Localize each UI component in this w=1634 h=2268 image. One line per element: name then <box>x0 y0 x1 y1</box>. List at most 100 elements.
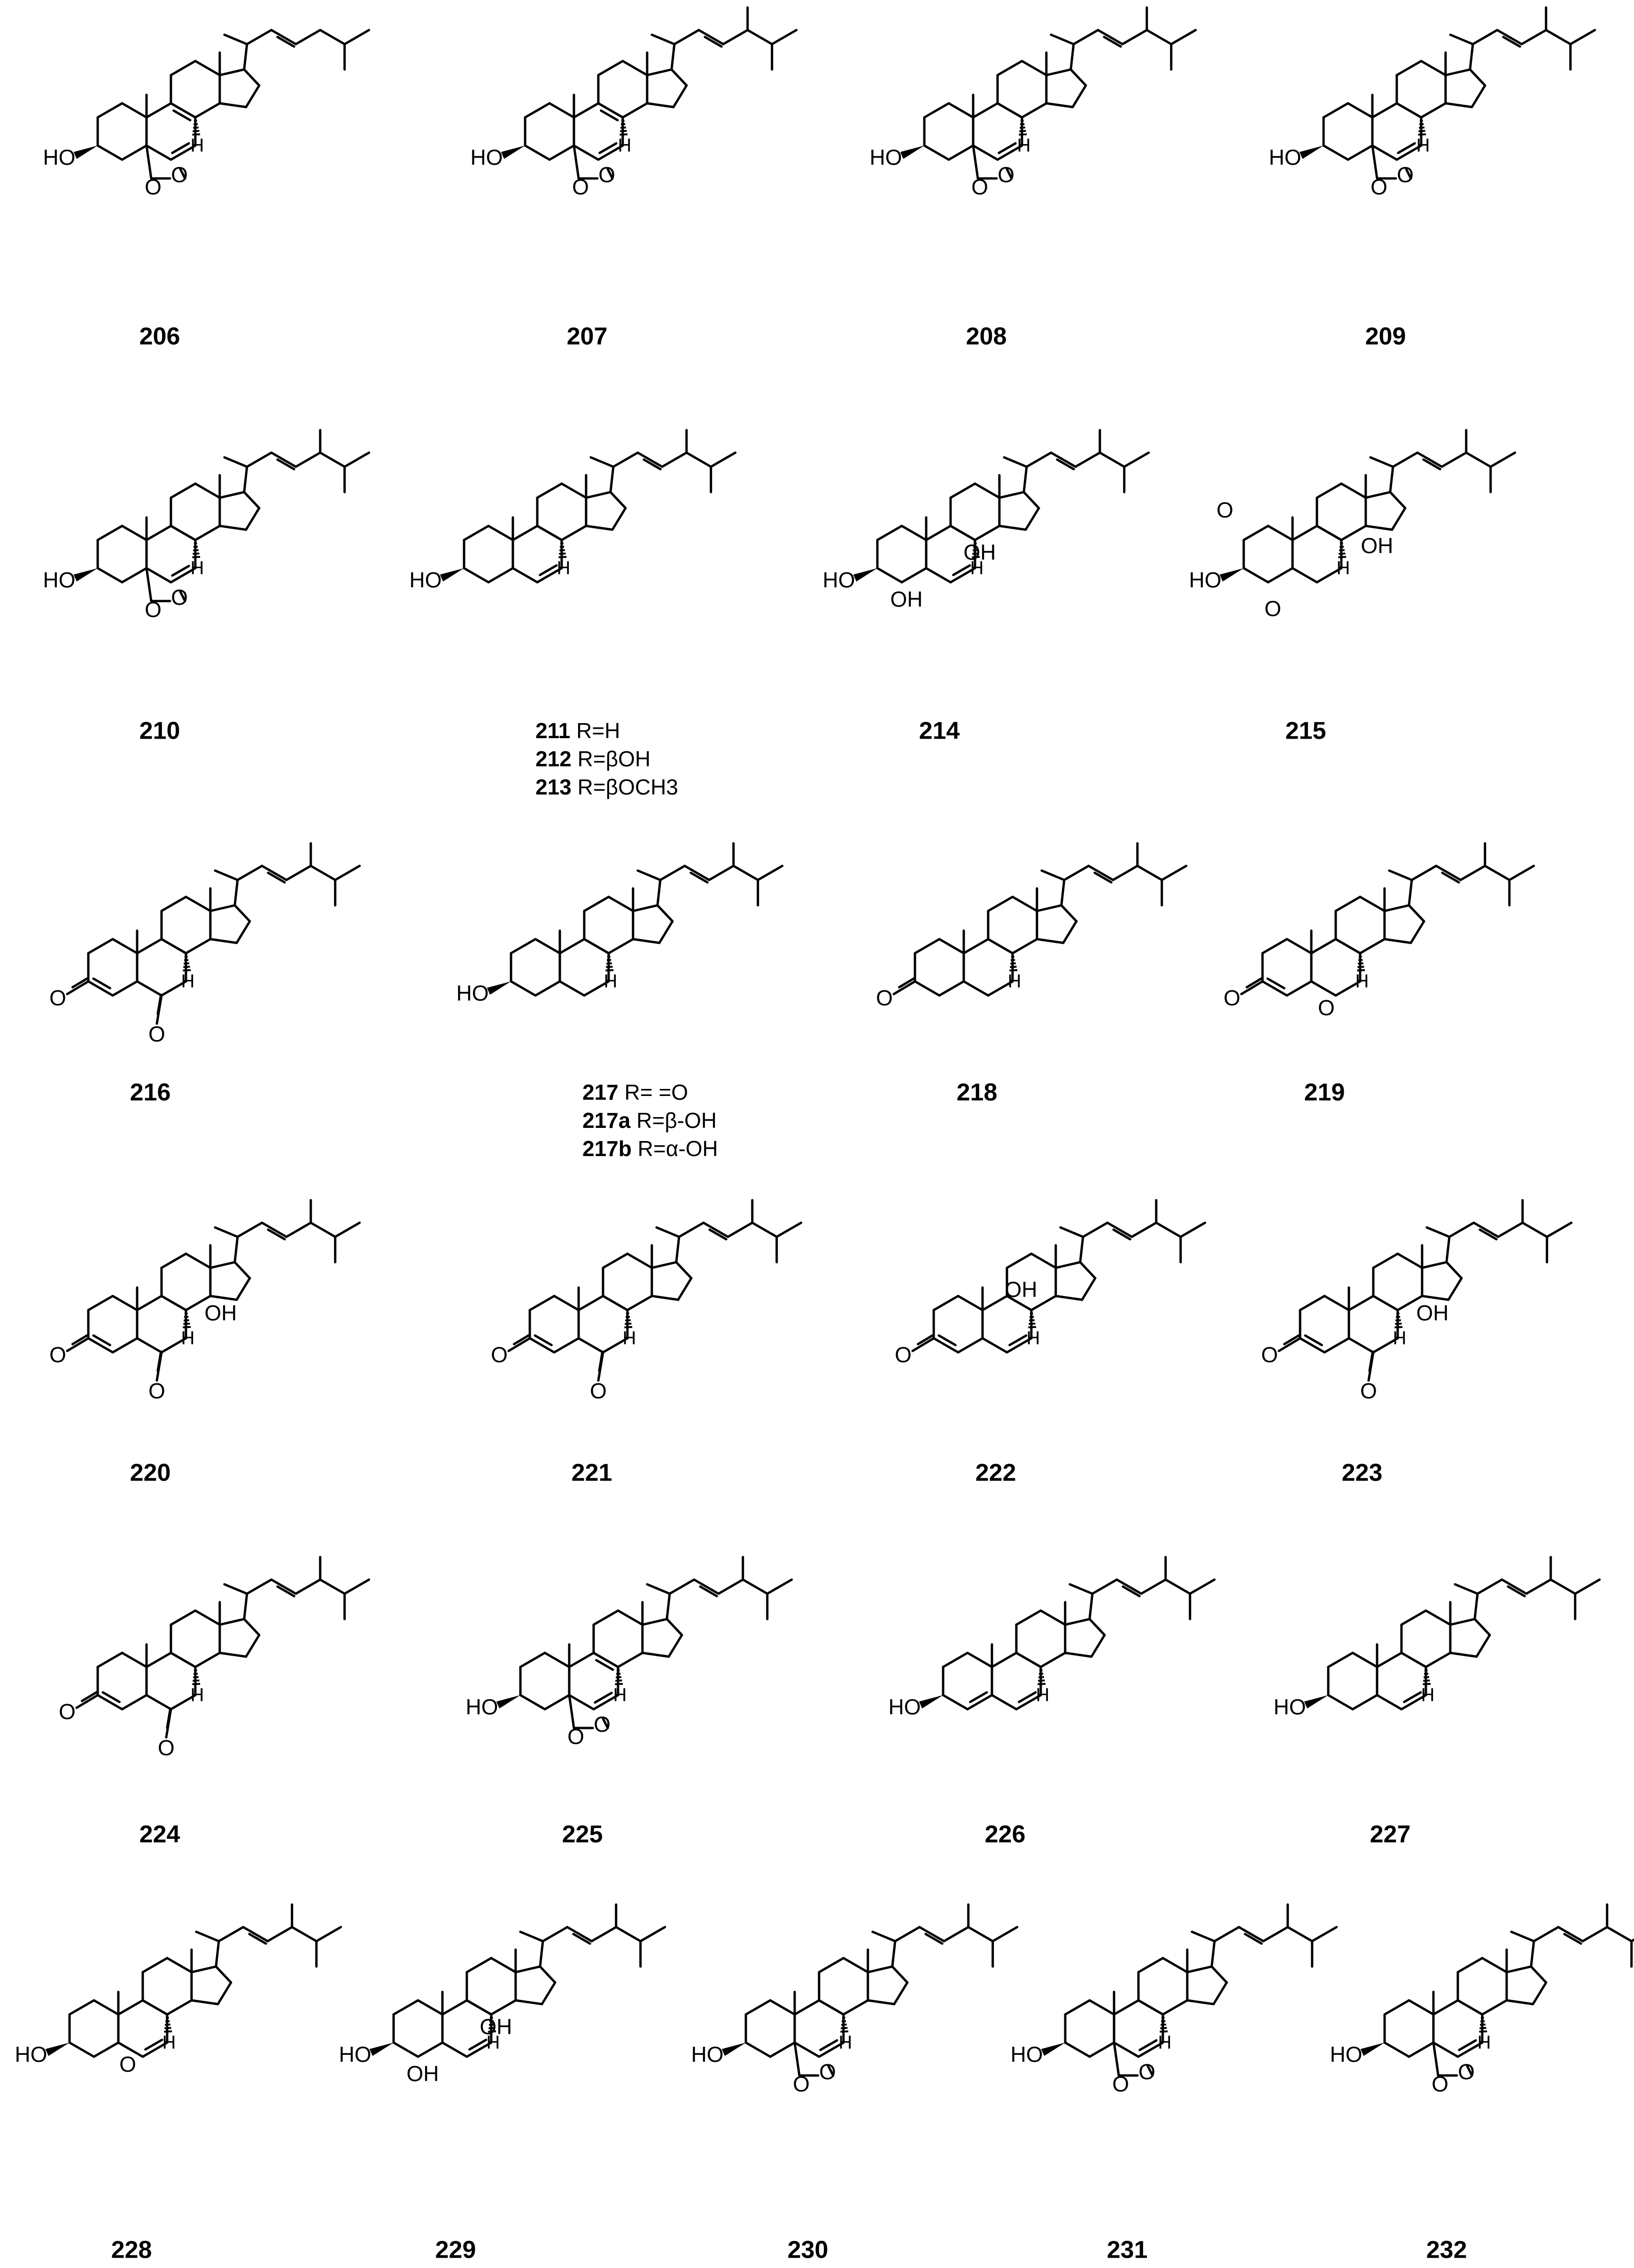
bond-line <box>1422 1296 1448 1300</box>
bond-line <box>1098 30 1123 44</box>
bond-line <box>1497 30 1522 44</box>
bond-line <box>467 2000 491 2014</box>
bond-line <box>94 2000 118 2014</box>
bond-line <box>98 146 122 160</box>
bond-line <box>216 1967 231 1983</box>
hashed-bond <box>164 2028 171 2029</box>
compound-number-label: 226 <box>985 1821 1026 1848</box>
compound-number-label: 210 <box>139 717 180 745</box>
bond-line <box>317 1927 341 1941</box>
bond-line <box>1433 2043 1438 2075</box>
hydroxy-label: HO <box>1274 1695 1306 1719</box>
bond-line <box>1328 1653 1353 1667</box>
bond-line <box>1475 1619 1490 1635</box>
bond-line <box>1080 1237 1083 1262</box>
bond-line <box>633 905 658 911</box>
bond-line <box>537 484 562 498</box>
bond-line <box>1502 1580 1526 1594</box>
bond-line <box>711 453 736 467</box>
wedge-bond <box>440 568 464 581</box>
bond-line <box>1061 1227 1083 1237</box>
bond-line <box>743 1580 767 1594</box>
compound-number-label: 232 <box>1426 2237 1467 2264</box>
bond-line <box>1082 1278 1095 1300</box>
bond-line <box>579 1338 603 1352</box>
hydroxy-label: HO <box>457 981 489 1005</box>
bond-line <box>1311 981 1336 995</box>
bond-line <box>1071 44 1074 69</box>
bond-line <box>672 69 687 85</box>
ketone-oxygen-label: O <box>1224 986 1240 1010</box>
bond-line <box>1114 2000 1138 2014</box>
bond-line <box>657 1227 679 1237</box>
bond-line <box>1353 1695 1377 1709</box>
hydrogen-label: H <box>1416 135 1430 156</box>
hydrogen-label: H <box>486 2032 500 2053</box>
bond-line <box>210 1296 237 1300</box>
bond-line <box>1455 1584 1478 1594</box>
bond-line <box>1482 2000 1507 2014</box>
hashed-bond <box>488 2028 495 2029</box>
compound-number-label: 231 <box>1107 2237 1148 2264</box>
bond-line <box>554 1338 579 1352</box>
bond-line <box>1244 526 1268 540</box>
bond-line <box>1353 1653 1377 1667</box>
bond-line <box>1392 508 1405 530</box>
hydrogen-label: H <box>1036 1685 1049 1705</box>
bond-line <box>511 981 535 995</box>
bond-line <box>944 1927 968 1941</box>
bond-line <box>993 1927 1017 1941</box>
bond-line <box>244 1619 259 1635</box>
bond-line <box>877 568 902 582</box>
bond-line <box>1571 30 1595 44</box>
bond-line <box>685 866 709 880</box>
bond-line <box>1212 1941 1215 1967</box>
bond-line <box>613 453 638 467</box>
bond-line <box>772 30 797 44</box>
bond-line <box>1583 1927 1607 1941</box>
bond-line <box>1215 1927 1239 1941</box>
bond-line <box>704 1223 728 1237</box>
bond-line <box>770 2000 795 2014</box>
bond-line <box>137 1338 162 1352</box>
bond-line <box>746 2043 770 2057</box>
bond-line <box>1163 1958 1187 1972</box>
hydroxy-label: HO <box>1189 568 1222 592</box>
bond-line <box>943 1695 968 1709</box>
bond-line <box>1071 69 1086 85</box>
bond-line <box>1511 1932 1534 1941</box>
bond-line <box>1107 1223 1132 1237</box>
peroxide-oxygen-label: O <box>1458 2060 1475 2084</box>
bond-line <box>1163 2000 1187 2014</box>
bond-line <box>591 457 613 467</box>
hydroxyl-label: OH <box>1416 1301 1448 1325</box>
bond-line <box>1090 1619 1105 1635</box>
hydroxy-label: HO <box>691 2042 724 2067</box>
bond-line <box>1181 1223 1205 1237</box>
bond-line <box>1421 61 1446 75</box>
compound-variant-label: 217a R=β-OH <box>582 1108 717 1133</box>
bond-line <box>943 1653 968 1667</box>
bond-line <box>1064 866 1089 880</box>
hydroxy-label: HO <box>889 1695 921 1719</box>
bond-line <box>545 1695 569 1709</box>
bond-line <box>1187 2000 1214 2004</box>
bond-line <box>311 866 335 880</box>
bond-line <box>584 939 609 953</box>
bond-line <box>988 939 1013 953</box>
bond-line <box>545 1653 569 1667</box>
ketone-oxygen-label: O <box>895 1342 912 1367</box>
hydroxy-label: HO <box>1330 2042 1363 2067</box>
bond-line <box>1187 1967 1212 1972</box>
bond-line <box>70 2000 94 2014</box>
bond-line <box>1450 35 1473 44</box>
bond-line <box>516 1967 540 1972</box>
bond-line <box>1447 1237 1449 1262</box>
bond-line <box>1522 30 1546 44</box>
double-bond-line <box>167 1709 170 1728</box>
compound-structure-226: HO H 226 <box>889 1557 1215 1848</box>
